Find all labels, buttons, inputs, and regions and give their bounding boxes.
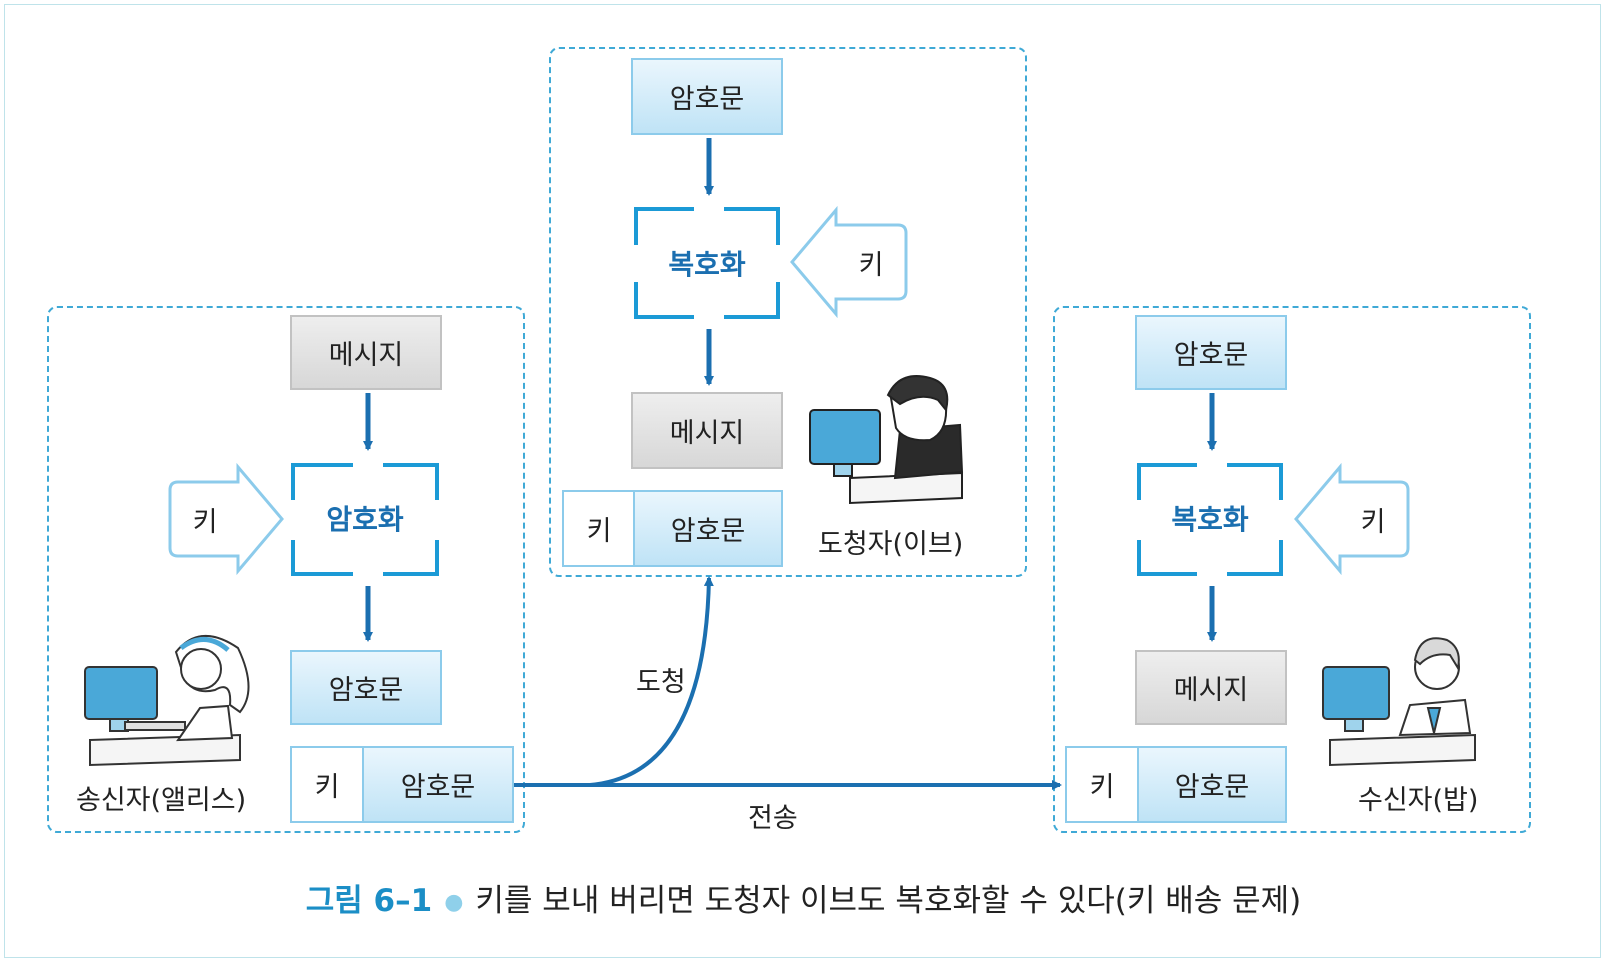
eve-packet-key: 키	[562, 490, 636, 567]
sender-name: 송신자(앨리스)	[76, 785, 247, 816]
eve-decrypt-label: 복호화	[668, 247, 746, 281]
sender-message-box: 메시지	[290, 315, 442, 390]
receiver-name: 수신자(밥)	[1358, 785, 1479, 816]
sender-packet-ciphertext-label: 암호문	[400, 772, 476, 803]
intercept-curve	[589, 576, 714, 787]
encrypt-bracket	[291, 463, 439, 576]
eve-packet-key-label: 키	[586, 516, 612, 547]
figure-caption: 그림 6–1 ● 키를 보내 버리면 도청자 이브도 복호화할 수 있다(키 배송 …	[0, 875, 1607, 920]
receiver-ciphertext-label: 암호문	[1173, 340, 1249, 371]
receiver-panel	[1053, 306, 1531, 833]
eve-decrypt-bracket	[634, 207, 780, 319]
transmit-label: 전송	[748, 803, 798, 834]
eve-message-label: 메시지	[669, 418, 745, 449]
receiver-key-label: 키	[1360, 506, 1386, 538]
caption-separator-icon: ●	[444, 890, 464, 915]
eve-name: 도청자(이브)	[818, 529, 964, 560]
sender-packet-key: 키	[290, 746, 364, 823]
receiver-decrypt-bracket	[1137, 463, 1283, 576]
sender-ciphertext-box: 암호문	[290, 650, 442, 725]
sender-ciphertext-label: 암호문	[328, 675, 404, 706]
figure-frame	[4, 4, 1601, 958]
caption-text: 키를 보내 버리면 도청자 이브도 복호화할 수 있다(키 배송 문제)	[475, 883, 1302, 919]
eve-message-box: 메시지	[631, 392, 783, 469]
eve-ciphertext-label: 암호문	[669, 84, 745, 115]
alice-illustration	[84, 634, 250, 767]
sender-key-label: 키	[192, 506, 218, 538]
receiver-message-label: 메시지	[1173, 675, 1249, 706]
receiver-message-box: 메시지	[1135, 650, 1287, 725]
bob-illustration	[1322, 637, 1476, 767]
sender-panel	[47, 306, 525, 833]
eavesdropper-panel	[549, 47, 1027, 577]
sender-message-label: 메시지	[328, 340, 404, 371]
eve-ciphertext-box: 암호문	[631, 58, 783, 135]
eve-key-label: 키	[858, 249, 884, 281]
receiver-packet-ciphertext-label: 암호문	[1174, 772, 1250, 803]
receiver-ciphertext-box: 암호문	[1135, 315, 1287, 390]
receiver-packet-ciphertext: 암호문	[1137, 746, 1287, 823]
receiver-decrypt-label: 복호화	[1171, 502, 1249, 536]
sender-packet-key-label: 키	[314, 772, 340, 803]
eve-packet-ciphertext: 암호문	[633, 490, 783, 567]
receiver-packet-key: 키	[1065, 746, 1139, 823]
eve-key-arrow	[790, 205, 908, 319]
receiver-packet-key-label: 키	[1089, 772, 1115, 803]
intercept-label: 도청	[636, 667, 686, 698]
eve-illustration	[809, 375, 964, 505]
sender-packet-ciphertext: 암호문	[362, 746, 514, 823]
eve-packet-ciphertext-label: 암호문	[670, 516, 746, 547]
sender-key-arrow	[168, 462, 284, 576]
caption-number: 그림 6–1	[305, 883, 433, 919]
receiver-key-arrow	[1294, 462, 1410, 576]
sender-encrypt-label: 암호화	[326, 502, 404, 536]
